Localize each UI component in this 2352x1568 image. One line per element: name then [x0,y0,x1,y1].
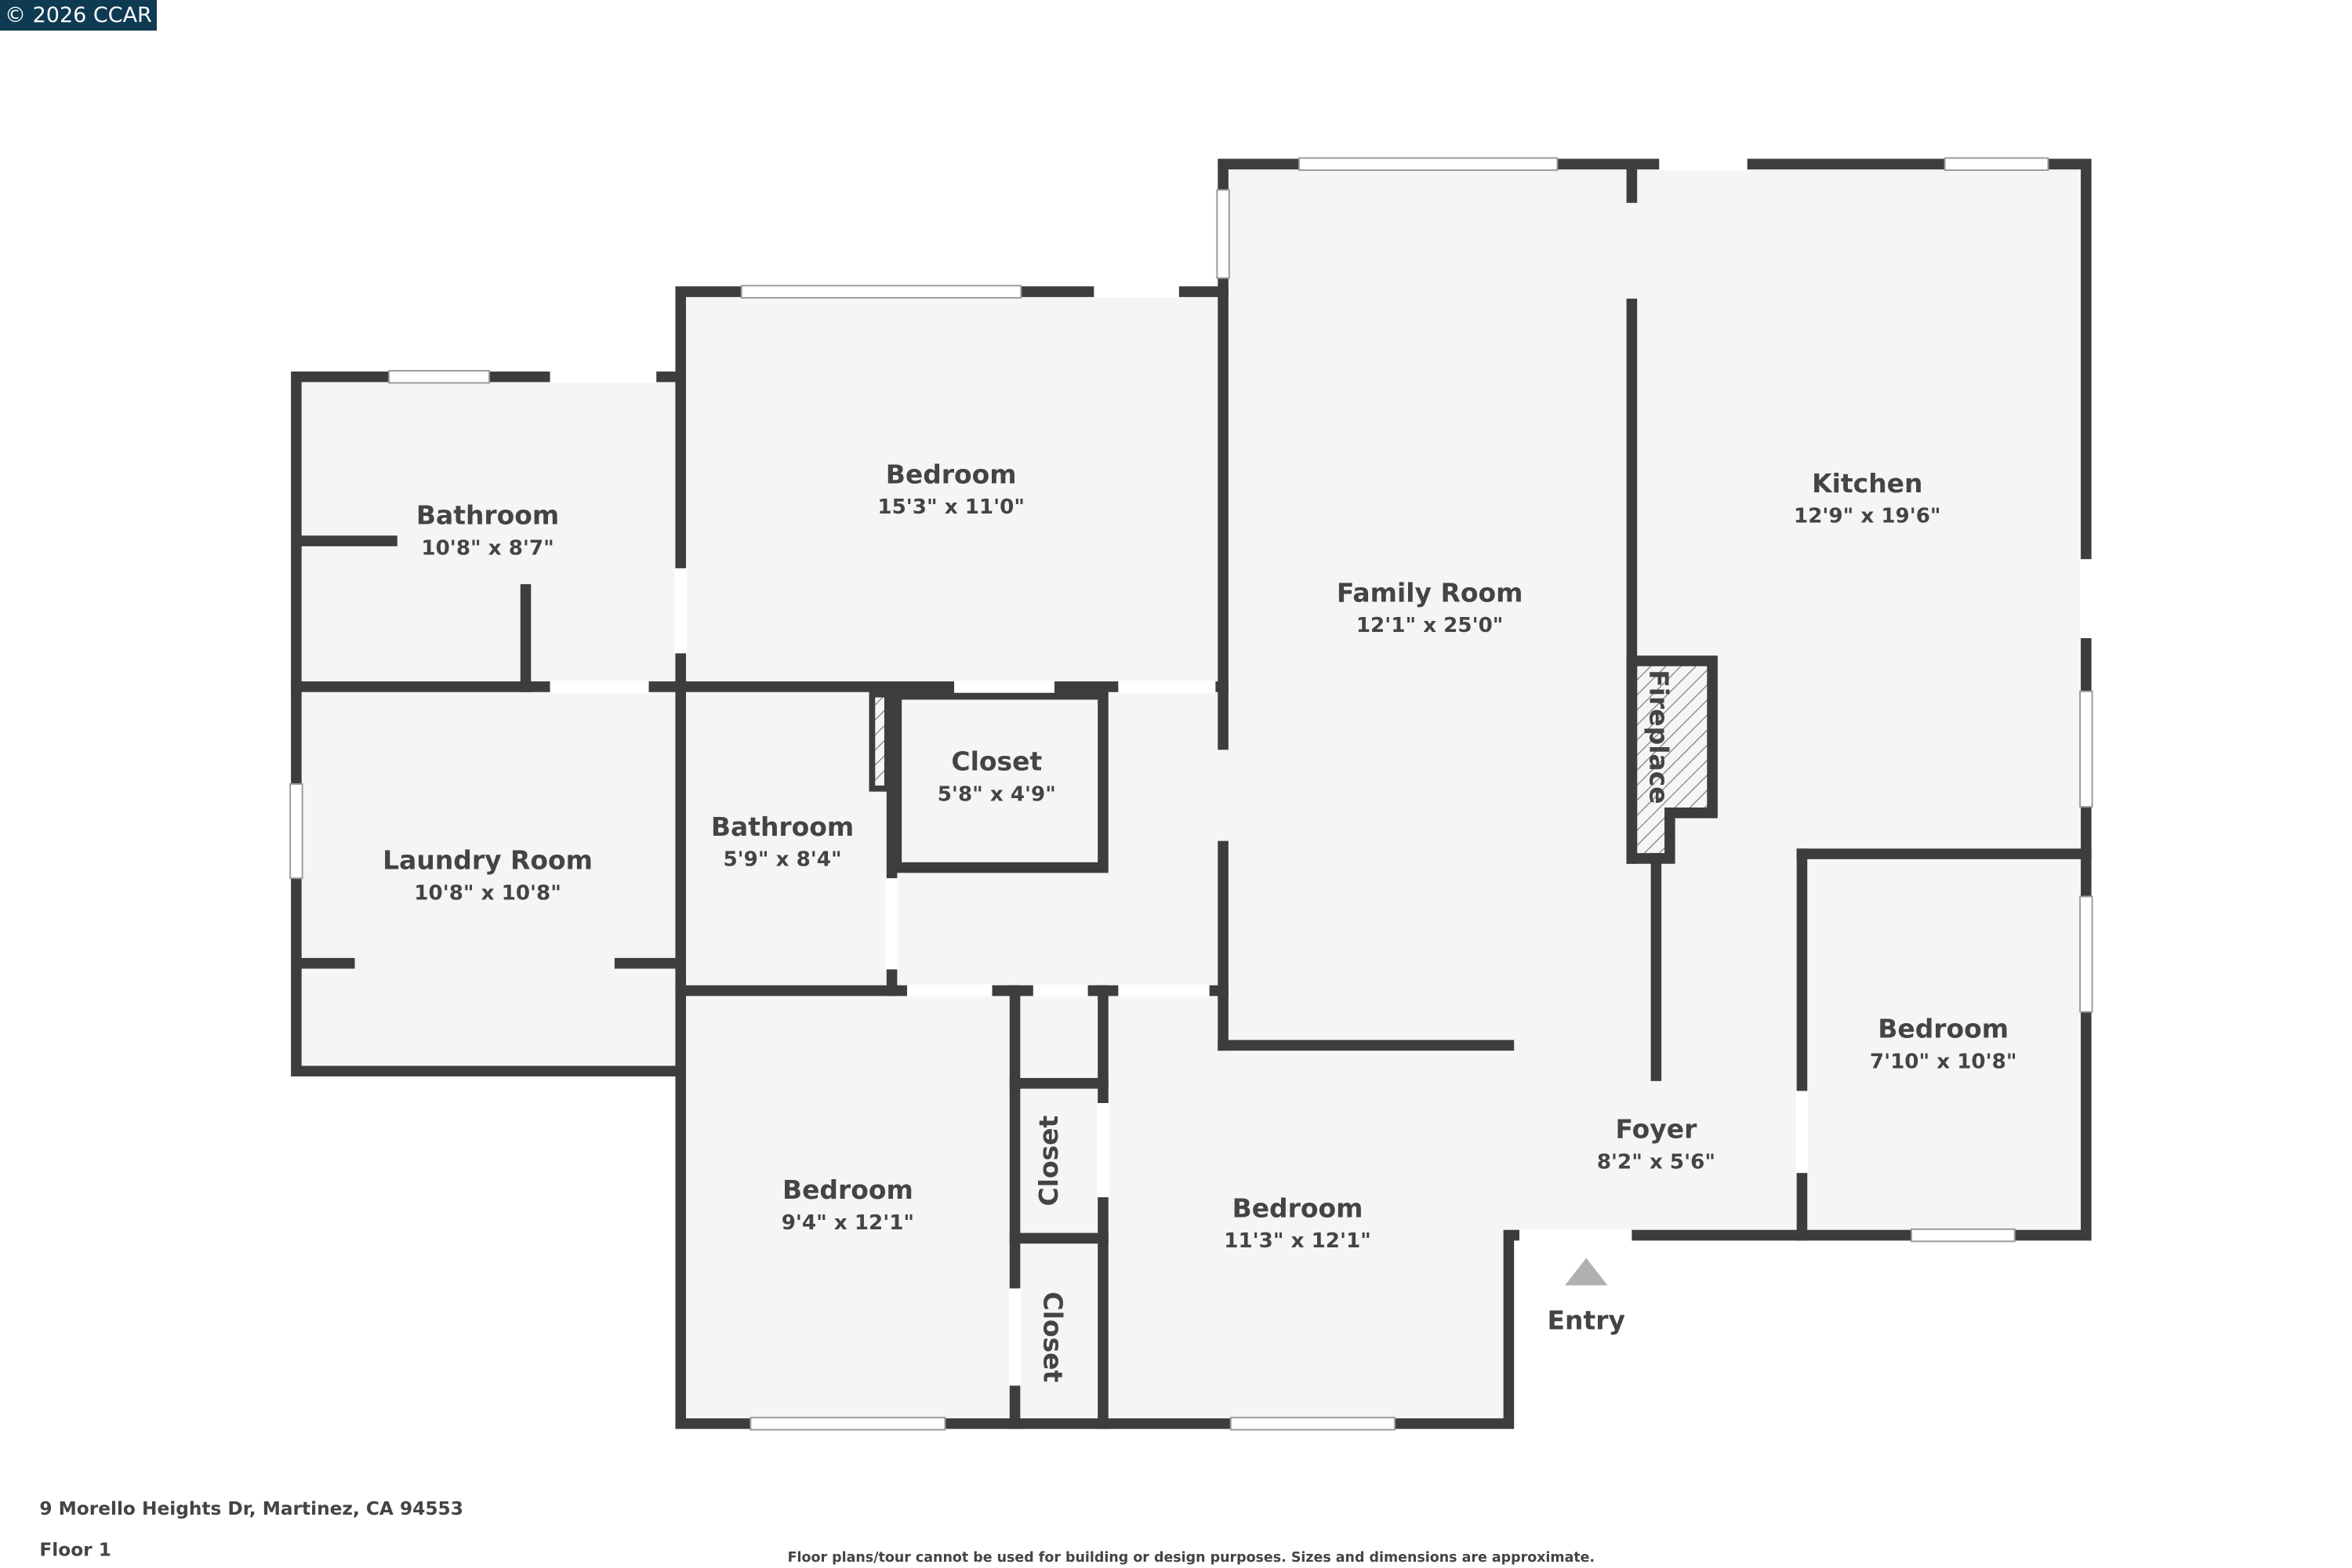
room-name: Family Room [1337,577,1523,608]
room-name: Kitchen [1812,468,1922,499]
room-name: Closet [1033,1116,1064,1207]
fireplace-label: Fireplace [1644,670,1675,804]
room-name: Bedroom [1232,1192,1363,1223]
room-dims: 11'3" x 12'1" [1224,1229,1371,1253]
copyright-badge: © 2026 CCAR [0,0,157,31]
room-name: Closet [951,746,1042,777]
room-dims: 15'3" x 11'0" [877,495,1025,519]
room-name: Bathroom [416,500,559,531]
fireplace: Fireplace [1626,655,1718,864]
floor-label: Floor 1 [39,1539,111,1560]
address: 9 Morello Heights Dr, Martinez, CA 94553 [39,1498,463,1519]
room-dims: 12'1" x 25'0" [1356,614,1504,637]
room-dims: 10'8" x 10'8" [414,881,561,905]
room-name: Bathroom [711,811,854,842]
room-labels: Bathroom 10'8" x 8'7" Bedroom 15'3" x 11… [383,459,2016,1382]
room-dims: 8'2" x 5'6" [1597,1150,1715,1174]
room-dims: 9'4" x 12'1" [782,1211,914,1235]
disclaimer: Floor plans/tour cannot be used for buil… [788,1550,1595,1566]
room-dims: 10'8" x 8'7" [421,536,554,560]
entry-label: Entry [1548,1305,1625,1336]
room-name: Bedroom [886,459,1017,489]
room-dims: 7'10" x 10'8" [1870,1050,2017,1073]
room-dims: 5'9" x 8'4" [723,848,841,872]
room-name: Bedroom [782,1174,913,1205]
windows-doors [289,157,2093,1431]
room-name: Closet [1037,1292,1068,1383]
room-name: Laundry Room [383,845,593,876]
entry-arrow-icon [1565,1258,1608,1286]
room-name: Foyer [1615,1114,1697,1145]
room-name: Bedroom [1878,1014,2009,1044]
floors [296,164,2086,1424]
room-dims: 5'8" x 4'9" [938,782,1056,806]
room-dims: 12'9" x 19'6" [1794,505,1941,528]
